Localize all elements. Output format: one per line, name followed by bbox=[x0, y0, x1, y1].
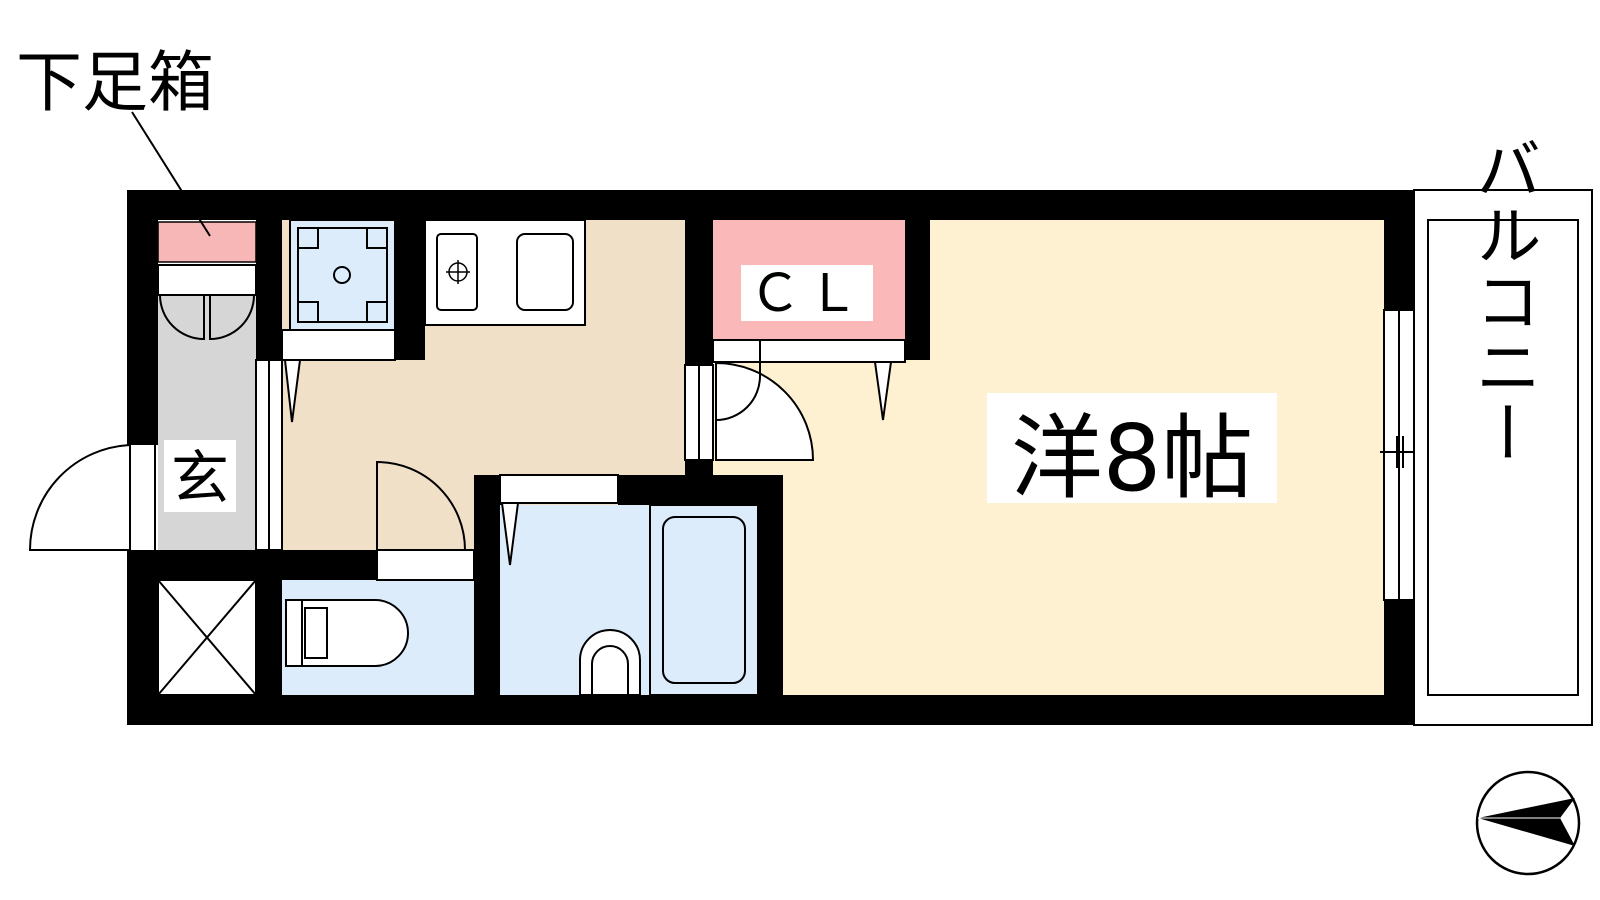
closet: ＣＬ bbox=[713, 220, 905, 340]
wall-closet-right bbox=[905, 190, 930, 360]
laundry-door bbox=[281, 329, 396, 423]
toilet-icon bbox=[285, 599, 409, 667]
entrance-label-bg bbox=[164, 440, 236, 512]
pipe-shaft-icon bbox=[157, 579, 257, 696]
bathroom-door bbox=[499, 474, 619, 566]
wall-toilet-left bbox=[256, 550, 282, 725]
shoe-box-label: 下足箱 bbox=[16, 44, 214, 121]
entrance-label: 玄 bbox=[171, 444, 229, 512]
room-door bbox=[684, 340, 815, 461]
wall-top bbox=[127, 190, 1414, 220]
entrance-storage-doors bbox=[157, 264, 257, 341]
wall-right-lower bbox=[1384, 600, 1414, 725]
gas-burner-icon bbox=[446, 260, 470, 284]
wall-toilet-right bbox=[474, 475, 500, 725]
closet-label: ＣＬ bbox=[749, 264, 865, 324]
western-room-label-bg bbox=[987, 393, 1277, 503]
north-arrow-icon bbox=[1475, 770, 1581, 876]
toilet-door bbox=[376, 460, 475, 581]
shoe-box bbox=[157, 221, 257, 263]
wall-kitchen-right-lower bbox=[685, 460, 713, 505]
wall-entrance-bottom bbox=[127, 550, 377, 580]
wall-laundry-right bbox=[395, 190, 425, 360]
walls bbox=[127, 190, 1414, 725]
wall-kitchen-right-upper bbox=[685, 190, 713, 365]
wall-laundry-left bbox=[256, 190, 282, 360]
wall-right-upper bbox=[1384, 190, 1414, 310]
wall-left-upper bbox=[127, 190, 158, 445]
washing-machine-pan-icon bbox=[297, 227, 388, 323]
balcony-label: バルコニー bbox=[1465, 135, 1542, 465]
entrance-door bbox=[28, 443, 158, 551]
entrance-partition bbox=[255, 359, 283, 551]
wall-bath-right bbox=[758, 475, 783, 725]
bathtub-icon bbox=[649, 504, 759, 696]
western-room-label: 洋8帖 bbox=[1011, 405, 1254, 512]
balcony bbox=[1413, 189, 1593, 726]
washbasin-icon bbox=[579, 629, 641, 696]
shoe-box-leader-line bbox=[131, 111, 211, 237]
balcony-window bbox=[1380, 309, 1430, 601]
